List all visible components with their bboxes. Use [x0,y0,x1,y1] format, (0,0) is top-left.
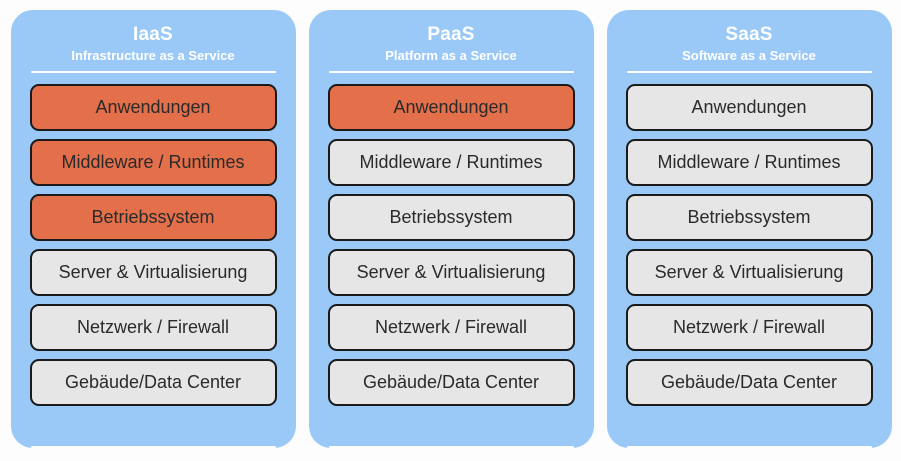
panel-paas[interactable]: PaaS Platform as a Service Anwendungen M… [308,10,594,448]
layer-stack-paas: Anwendungen Middleware / Runtimes Betrie… [327,84,575,437]
layer-middleware-saas[interactable]: Middleware / Runtimes [625,139,873,186]
layer-netzwerk-paas[interactable]: Netzwerk / Firewall [327,304,575,351]
panel-iaas[interactable]: IaaS Infrastructure as a Service Anwendu… [10,10,296,448]
footer-divider-saas [626,446,872,448]
panel-title-paas: PaaS [427,24,475,45]
panel-header-iaas: IaaS Infrastructure as a Service [30,10,277,64]
panel-subtitle-paas: Platform as a Service [385,48,517,63]
panel-title-saas: SaaS [725,24,773,45]
layer-netzwerk-saas[interactable]: Netzwerk / Firewall [625,304,873,351]
panel-subtitle-iaas: Infrastructure as a Service [71,48,235,63]
header-divider-paas [328,71,574,73]
layer-netzwerk-iaas[interactable]: Netzwerk / Firewall [29,304,277,351]
layer-server-iaas[interactable]: Server & Virtualisierung [29,249,277,296]
layer-anwendungen-iaas[interactable]: Anwendungen [29,84,277,131]
panel-header-saas: SaaS Software as a Service [626,10,873,64]
layer-middleware-iaas[interactable]: Middleware / Runtimes [29,139,277,186]
footer-divider-iaas [30,446,276,448]
panel-saas[interactable]: SaaS Software as a Service Anwendungen M… [606,10,892,448]
panel-header-paas: PaaS Platform as a Service [328,10,575,64]
header-divider-saas [626,71,872,73]
layer-gebaeude-iaas[interactable]: Gebäude/Data Center [29,359,277,406]
panel-subtitle-saas: Software as a Service [682,48,816,63]
layer-anwendungen-saas[interactable]: Anwendungen [625,84,873,131]
header-divider-iaas [30,71,276,73]
layer-server-saas[interactable]: Server & Virtualisierung [625,249,873,296]
panel-title-iaas: IaaS [133,24,173,45]
layer-anwendungen-paas[interactable]: Anwendungen [327,84,575,131]
layer-gebaeude-paas[interactable]: Gebäude/Data Center [327,359,575,406]
layer-stack-iaas: Anwendungen Middleware / Runtimes Betrie… [29,84,277,437]
layer-gebaeude-saas[interactable]: Gebäude/Data Center [625,359,873,406]
layer-middleware-paas[interactable]: Middleware / Runtimes [327,139,575,186]
layer-betriebssystem-paas[interactable]: Betriebssystem [327,194,575,241]
footer-divider-paas [328,446,574,448]
layer-server-paas[interactable]: Server & Virtualisierung [327,249,575,296]
layer-betriebssystem-iaas[interactable]: Betriebssystem [29,194,277,241]
layer-stack-saas: Anwendungen Middleware / Runtimes Betrie… [625,84,873,437]
layer-betriebssystem-saas[interactable]: Betriebssystem [625,194,873,241]
